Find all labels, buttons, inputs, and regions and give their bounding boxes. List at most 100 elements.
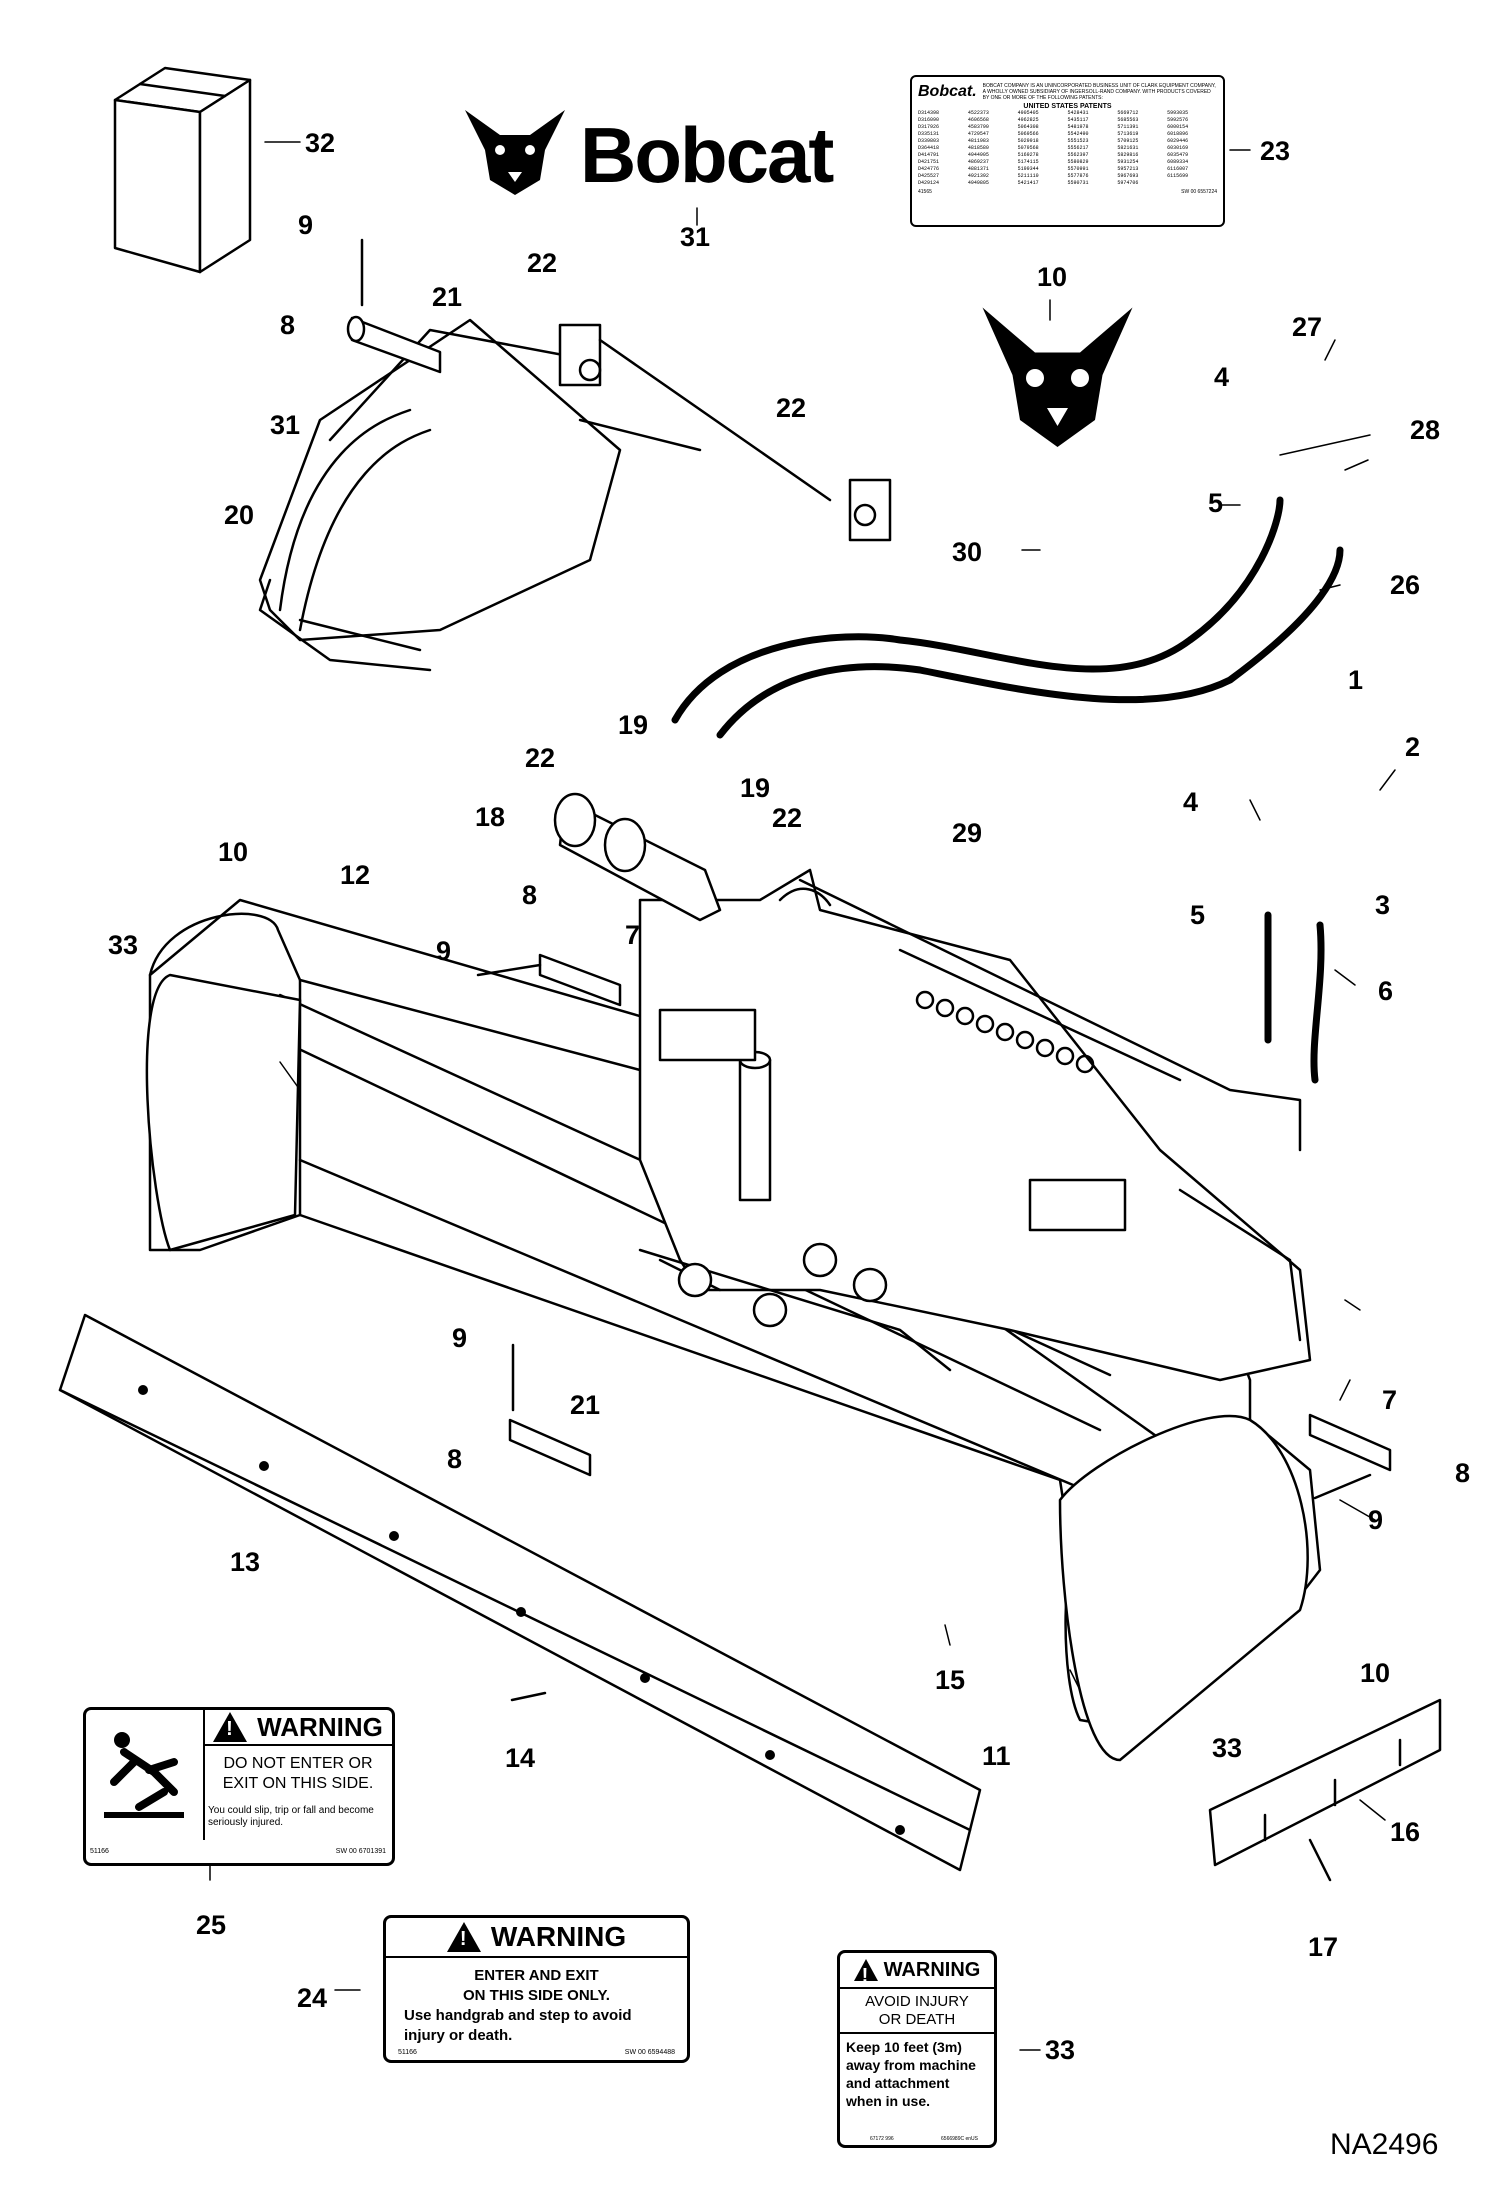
callout-7b: 7 <box>1382 1385 1398 1415</box>
pin-top <box>346 315 442 374</box>
patent-number: 5580829 <box>1067 159 1089 165</box>
callout-19b: 19 <box>740 773 771 803</box>
callout-21b: 21 <box>570 1390 601 1420</box>
callout-23: 23 <box>1260 136 1291 166</box>
decal-25-line2: EXIT ON THIS SIDE. <box>222 1775 374 1792</box>
callout-4b: 4 <box>1183 787 1199 817</box>
patent-number: 6030169 <box>1167 145 1189 151</box>
patent-number: D316090 <box>918 117 940 123</box>
patent-number: 4583790 <box>967 124 989 130</box>
decal-33-line6: when in use. <box>846 2093 931 2109</box>
callout-9d: 9 <box>1368 1505 1384 1535</box>
patent-number: 6089334 <box>1167 159 1189 165</box>
callout-32: 32 <box>305 128 336 158</box>
patent-number: D421751 <box>918 159 940 165</box>
patent-number: 4881371 <box>967 166 989 172</box>
patent-number <box>1167 180 1217 187</box>
patent-number: 4944905 <box>967 152 989 158</box>
patent-number: 4949805 <box>967 180 989 186</box>
patent-number: 4869237 <box>967 159 989 165</box>
patent-number: 6029446 <box>1167 138 1189 144</box>
callout-31b: 31 <box>270 410 301 440</box>
patent-number: 5064308 <box>1017 124 1039 130</box>
callout-22b: 22 <box>776 393 807 423</box>
callout-17: 17 <box>1308 1932 1339 1962</box>
patent-number: 5069566 <box>1017 131 1039 137</box>
warning-decal-24: WARNING ENTER AND EXIT ON THIS SIDE ONLY… <box>383 1915 690 2063</box>
callout-33: 33 <box>108 930 139 960</box>
callout-26: 26 <box>1390 570 1421 600</box>
decal-33-line2: OR DEATH <box>878 2011 956 2028</box>
pin-left <box>538 953 622 1007</box>
decal-33-code-left: 67172 996 <box>870 2136 894 2142</box>
patent-number: 6116007 <box>1167 166 1189 172</box>
pin-right <box>1308 1413 1392 1472</box>
patent-number: D335131 <box>918 131 940 137</box>
decal-25-body: You could slip, trip or fall and become … <box>208 1805 374 1828</box>
decal-24-line2: ON THIS SIDE ONLY. <box>463 1987 610 2004</box>
skid-shoe <box>1208 1698 1442 1867</box>
pin-bottom <box>508 1418 592 1477</box>
callout-30: 30 <box>952 537 983 567</box>
patent-number: 5435117 <box>1067 117 1089 123</box>
decal-33-line4: away from machine <box>846 2057 976 2073</box>
patent-number: D414791 <box>918 152 940 158</box>
callout-21: 21 <box>432 282 463 312</box>
patent-number: 5481978 <box>1067 124 1089 130</box>
bobcat-decal-icon <box>982 307 1133 447</box>
patent-number: 5713619 <box>1117 131 1139 137</box>
callout-22d: 22 <box>772 803 803 833</box>
callout-25: 25 <box>196 1910 227 1940</box>
bobcat-logo: Bobcat <box>460 100 840 200</box>
callout-29: 29 <box>952 818 983 848</box>
callout-9c: 9 <box>452 1323 468 1353</box>
callout-16: 16 <box>1390 1817 1421 1847</box>
warning-triangle-icon <box>213 1712 248 1742</box>
callout-22: 22 <box>527 248 558 278</box>
patent-number: 5556217 <box>1067 145 1089 151</box>
patent-number: 5169278 <box>1017 152 1039 158</box>
patent-number: 5821631 <box>1117 145 1139 151</box>
patent-number: 5428431 <box>1067 110 1089 116</box>
callout-1: 1 <box>1348 665 1364 695</box>
patent-number: 5562397 <box>1067 152 1089 158</box>
patent-number: D314398 <box>918 110 940 116</box>
patent-number: 4905405 <box>1017 110 1039 116</box>
bobcat-head-icon <box>465 110 565 195</box>
callout-7: 7 <box>625 920 641 950</box>
callout-12: 12 <box>340 860 371 890</box>
patent-number: 5992576 <box>1167 117 1189 123</box>
callout-18: 18 <box>475 802 506 832</box>
patent-number: D425527 <box>918 173 940 179</box>
callout-22c: 22 <box>525 743 556 773</box>
patent-code-left: 41565 <box>918 189 932 195</box>
callout-9b: 9 <box>436 936 452 966</box>
callout-10b: 10 <box>218 837 249 867</box>
slip-hazard-icon <box>104 1732 184 1818</box>
patent-number: 6115699 <box>1167 173 1189 179</box>
callout-8c: 8 <box>447 1444 463 1474</box>
decal-33-line3: Keep 10 feet (3m) <box>846 2039 962 2055</box>
callout-4: 4 <box>1214 362 1230 392</box>
decal-33-header: WARNING <box>883 1958 981 1981</box>
drawing-reference: NA2496 <box>1330 2128 1439 2161</box>
decal-24-code-left: 51166 <box>398 2049 417 2056</box>
patent-number: 5079568 <box>1017 145 1039 151</box>
warning-triangle-icon <box>446 1922 481 1952</box>
patent-number: 5029918 <box>1017 138 1039 144</box>
patent-number: 5199344 <box>1017 166 1039 172</box>
patent-number: 5685563 <box>1117 117 1139 123</box>
decal-24-header: WARNING <box>490 1921 627 1952</box>
patent-number: 5974706 <box>1117 180 1139 186</box>
callout-20: 20 <box>224 500 255 530</box>
patent-brand: Bobcat. <box>918 83 977 100</box>
patent-number: 6000154 <box>1167 124 1189 130</box>
callout-5: 5 <box>1208 488 1224 518</box>
